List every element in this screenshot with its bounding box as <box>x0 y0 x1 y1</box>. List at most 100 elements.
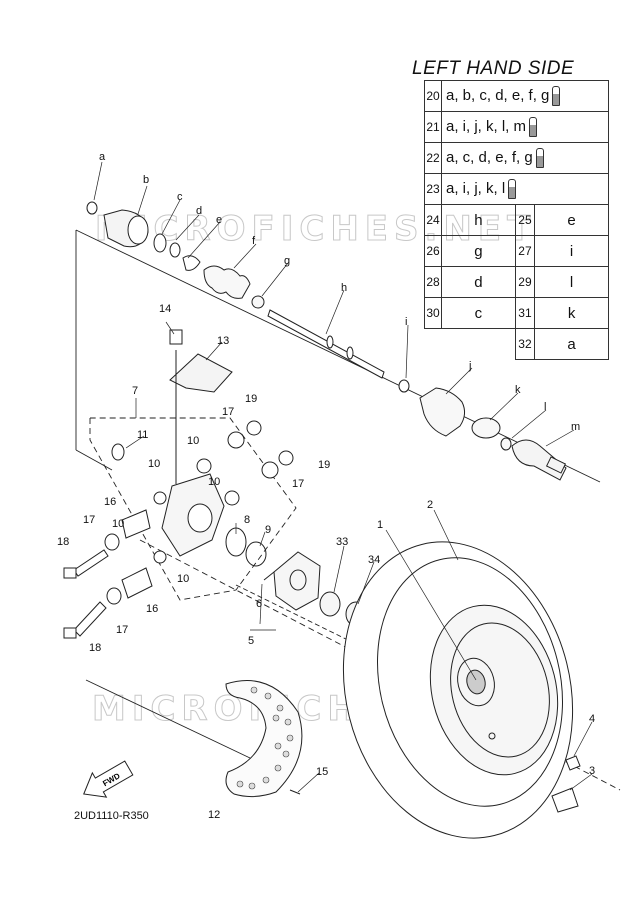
kit-num: 29 <box>514 266 536 298</box>
kit-items-text: a, i, j, k, l <box>446 179 506 197</box>
part-label-17b: 17 <box>292 478 304 490</box>
kit-val: c <box>441 297 516 329</box>
part-label-19a: 19 <box>245 393 257 405</box>
grease-tube-icon <box>552 86 561 106</box>
part-label-e: e <box>216 214 222 226</box>
drawing-code: 2UD1110-R350 <box>74 810 149 822</box>
kit-row: 23 a, i, j, k, l <box>424 173 609 205</box>
kit-val: g <box>441 235 516 267</box>
drive-shaft <box>267 309 410 393</box>
kit-empty <box>441 328 516 360</box>
part-label-34: 34 <box>368 554 380 566</box>
part-label-h: h <box>341 282 347 294</box>
kit-num: 32 <box>514 328 536 360</box>
part-label-10b: 10 <box>148 458 160 470</box>
kit-num: 21 <box>424 111 442 143</box>
kit-empty <box>425 329 442 360</box>
cv-joint-outer <box>511 439 567 481</box>
kit-pair-row: 28 d 29 l <box>424 266 609 298</box>
kit-val: e <box>534 204 609 236</box>
part-label-6: 6 <box>256 598 262 610</box>
kit-pair-row: 30 c 31 k <box>424 297 609 329</box>
kit-num: 27 <box>514 235 536 267</box>
fwd-arrow-icon: FWD <box>83 760 134 798</box>
brake-disc <box>225 680 303 798</box>
kit-num: 30 <box>424 297 442 329</box>
part-label-f: f <box>252 235 256 247</box>
kit-val: h <box>441 204 516 236</box>
kit-num: 31 <box>514 297 536 329</box>
part-label-1: 1 <box>377 519 383 531</box>
kit-num: 25 <box>514 204 536 236</box>
part-label-13: 13 <box>217 335 229 347</box>
part-label-10e: 10 <box>177 573 189 585</box>
kit-row: 21 a, i, j, k, l, m <box>424 111 609 143</box>
kit-items-text: a, c, d, e, f, g <box>446 148 533 166</box>
part-label-g: g <box>284 255 290 267</box>
part-label-15: 15 <box>316 766 328 778</box>
part-label-k: k <box>515 384 521 396</box>
kit-num: 24 <box>424 204 442 236</box>
part-label-16a: 16 <box>104 496 116 508</box>
leader-lines <box>93 161 593 793</box>
kit-val: k <box>534 297 609 329</box>
kit-pair-row: 32 a <box>425 328 609 360</box>
part-label-8: 8 <box>244 514 250 526</box>
kit-val: l <box>534 266 609 298</box>
part-label-33: 33 <box>336 536 348 548</box>
part-label-11: 11 <box>137 429 148 441</box>
grease-tube-icon <box>508 179 517 199</box>
part-label-10a: 10 <box>187 435 199 447</box>
grease-tube-icon <box>535 148 544 168</box>
part-label-17c: 17 <box>83 514 95 526</box>
kit-pair-row: 26 g 27 i <box>424 235 609 267</box>
kit-items: a, b, c, d, e, f, g <box>441 80 609 112</box>
part-label-5: 5 <box>248 635 254 647</box>
knuckle-assembly <box>111 329 294 567</box>
cv-boot-outer <box>419 387 512 451</box>
part-label-a: a <box>99 151 106 163</box>
part-label-17a: 17 <box>222 406 234 418</box>
kit-row: 22 a, c, d, e, f, g <box>424 142 609 174</box>
kit-pair-row: 24 h 25 e <box>424 204 609 236</box>
part-label-j: j <box>468 360 471 372</box>
part-label-10d: 10 <box>112 518 124 530</box>
kit-num: 28 <box>424 266 442 298</box>
kit-items: a, c, d, e, f, g <box>441 142 609 174</box>
part-label-16b: 16 <box>146 603 158 615</box>
kit-table: 20 a, b, c, d, e, f, g 21 a, i, j, k, l,… <box>424 80 609 360</box>
part-label-12: 12 <box>208 809 220 821</box>
part-label-19b: 19 <box>318 459 330 471</box>
kit-val: a <box>534 328 609 360</box>
kit-val: i <box>534 235 609 267</box>
wheel-hub <box>263 551 367 627</box>
part-label-18a: 18 <box>57 536 69 548</box>
kit-num: 23 <box>424 173 442 205</box>
kit-num: 20 <box>424 80 442 112</box>
cv-joint-inner <box>86 201 201 271</box>
part-label-14: 14 <box>159 303 171 315</box>
part-label-i: i <box>405 316 407 328</box>
kit-items-text: a, i, j, k, l, m <box>446 117 527 135</box>
knuckle-group-outline <box>89 417 297 601</box>
side-heading: LEFT HAND SIDE <box>412 58 575 79</box>
kit-num: 26 <box>424 235 442 267</box>
kit-items: a, i, j, k, l <box>441 173 609 205</box>
part-label-18b: 18 <box>89 642 101 654</box>
part-label-m: m <box>571 421 580 433</box>
part-label-17d: 17 <box>116 624 128 636</box>
part-label-7: 7 <box>132 385 138 397</box>
grease-tube-icon <box>529 117 538 137</box>
part-label-9: 9 <box>265 524 271 536</box>
part-label-d: d <box>196 205 202 217</box>
part-label-2: 2 <box>427 499 433 511</box>
bolts-and-bushings <box>63 509 153 639</box>
part-label-c: c <box>177 191 183 203</box>
kit-num: 22 <box>424 142 442 174</box>
kit-items: a, i, j, k, l, m <box>441 111 609 143</box>
part-label-l: l <box>544 401 546 413</box>
part-label-3: 3 <box>589 765 595 777</box>
part-label-4: 4 <box>589 713 595 725</box>
kit-val: d <box>441 266 516 298</box>
